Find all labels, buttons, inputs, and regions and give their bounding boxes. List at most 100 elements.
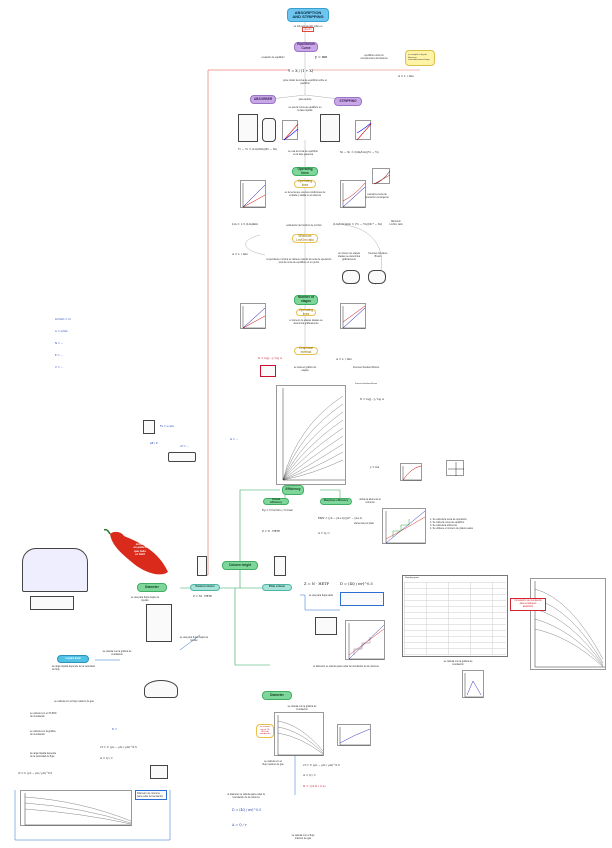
diameter-chart-1-svg [277,715,324,756]
bottom-left-chart [20,790,132,826]
bottom-left-note-text: Diámetro de columna para evitar la inund… [137,792,164,798]
plate-sketch [315,617,337,635]
column-sketch-left [197,556,207,576]
murphree-formula-text: EMV = (yn − yn+1)/(yn* − yn+1) [318,517,363,520]
diam-final-formula: D = (4Q / πv)^0.5 [232,808,261,812]
plate-note: se usa para flujos altos [300,594,342,597]
hand-note-7: ΔP / Z [150,442,158,445]
intro-text: es útil para decidir sobre el [293,25,323,28]
hand-note-10: D = [112,728,117,731]
min-ratio-formula-text: (Lm/Gm)min = (Y₁ − Y₂)/(X₁* − X₂) [333,222,383,226]
murphree-steps: 1. Se calcula la recta de operación 2. S… [430,518,482,530]
eq-right-note: equilibrio entre los componentes del sis… [358,54,390,60]
diam-formula-2-text: A = Q / v [303,773,316,777]
global-efficiency-label: Global efficiency [270,497,282,504]
hand-note-9-text: G = ... [230,438,239,441]
stripping-plot [355,120,372,141]
hand-note-5-text: V = ... [55,366,64,369]
absorption-factor-formula-2: A = L / mG [336,357,352,361]
stages-note: el número de etapas ideales se determina… [284,319,328,325]
stages-plot-1 [240,303,266,329]
eq-left-note: ecuación de equilibrio [255,56,291,59]
diam-formula-3-text: D = √(4 G / π u) [303,784,326,788]
min-ratio-note-text: la pendiente mínima se obtiene cuando la… [266,258,332,264]
hand-sketch-column [143,420,155,434]
diameter-bottom-note-text: se calcula con la gráfica de inundación [287,705,317,711]
eq-ratio-text: Y = X / (1 + X) [288,69,314,73]
blue-box-sketch [340,592,384,606]
bottom-left-note-box: Diámetro de columna para evitar la inund… [135,790,167,800]
packed-note: se usa para flujos bajos de líquido [130,596,160,602]
stages-outline-node: Operating lines [296,308,316,316]
absorber-center-text: se usa la curva de equilibrio en la fase… [288,106,322,112]
diam-formula-1: vf = C (ρL − ρG / ρG)^0.5 [303,763,340,767]
column-height-label: Column height [228,562,252,567]
flooding-chart-svg [534,581,605,668]
both-text: para ambos [298,98,312,101]
diam-red-text: se calcula con el 70-80% de inundación [259,726,271,736]
liquid-load-note: la carga líquida depende de la velocidad… [52,665,96,671]
kremser-formula: N = log[...] / log A [258,357,282,360]
hand-note-7-text: ΔP / Z [150,442,158,445]
diameter-note-text: el diámetro se calcula para evitar la in… [313,665,379,668]
correlation-table-title-text: Flooding point [405,577,419,579]
graphical-method-label: Graphical method [299,346,313,354]
murphree-node: Murphree efficiency [320,498,352,505]
min-ratio-note: la pendiente mínima se obtiene cuando la… [266,258,332,264]
eq-right-formula-text: A = L / mG [398,74,414,78]
hand-note-1: Lm/Gm = m [55,318,71,321]
liquid-note-2: se calcula con el flujo máximo de gas [52,700,96,703]
diameter-main-formula: D = (4Q / πv)^0.5 [340,582,373,586]
diameter-bottom-note: se calcula con la gráfica de inundación [282,705,322,711]
loop-sketch-1 [342,270,360,284]
ops-outline-label: Operating lines [298,179,312,187]
absorber-plot-svg [283,123,299,141]
diameter-main-text: D = (4Q / πv)^0.5 [340,582,373,586]
title-node: ABSORPTION AND STRIPPING [287,8,329,22]
min-ratio-note2: estimación del mínimo de Lm/Gm [282,224,326,227]
absorber-column-sketch [238,114,258,142]
liquid-note-2-text: se calcula con el flujo máximo de gas [54,700,94,703]
stripping-op-plot [340,180,366,208]
absorber-op-plot [240,180,266,208]
hand-note-5: V = ... [55,366,63,369]
flooding-chart [530,578,606,670]
efficiency-label: Efficiency [285,487,301,492]
stripping-op-plot-svg [342,182,366,208]
hand-note-3-text: N = ... [55,342,64,345]
min-tangent-text: cuando la recta de operación es tangente [365,193,389,199]
murphree-formula-2: A = Q / v [318,532,330,535]
graphical-note-text: se traza el gráfico de etapas [293,366,317,372]
hand-note-6: Fs = u√ρG [160,425,174,428]
stripping-plot-svg [356,122,372,141]
hand-sketch-box [168,452,196,462]
murphree-formula: EMV = (yn − yn+1)/(yn* − yn+1) [318,517,362,520]
packed-column-label: Packed column [195,585,215,589]
left-note-a: se calcula con el 70-80% de inundación [30,712,58,718]
hand-note-4-text: E = ... [55,354,63,357]
eq-curve-note: pone trazar la curva de equilibrio sobre… [282,79,328,85]
diam-red-box: se calcula con el 70-80% de inundación [256,724,274,738]
plate-column-node: Plate column [262,584,292,591]
flooding-legend-3: aleatorios [522,604,534,608]
tower-note-text: se usa para flujos bajos de líquido [179,636,209,642]
min-ratio-node: Minimum Lm/Gm ratio [292,234,318,243]
stages-lines-text: se usa la curva de equilibrio en la fase… [288,150,318,156]
center-sketch [150,765,168,779]
correlation-table-title: Flooding point [405,577,419,579]
hand-note-3: N = ... [55,342,63,345]
left-note-c-text: la carga líquida depende de la velocidad… [30,752,57,758]
stages-plot-2-svg [342,305,366,329]
hand-note-4: E = ... [55,354,63,357]
hand-note-8: uf = ... [180,445,189,448]
stripping-op-formula: X₂ − X₁ = (Gm/Lm)(Y₂ − Y₁) [340,150,379,154]
diameter-bottom-label: Diameter [270,692,284,697]
eq-left-text: ecuación de equilibrio [261,56,285,59]
plate-note-text: se usa para flujos altos [308,594,334,597]
kremser-eq-2: N = log[...] / log A [360,398,384,401]
murphree-plot-svg [385,510,426,544]
stage-right-note2: Kremser-Souders-Brown [365,252,391,258]
left-note-c: la carga líquida depende de la velocidad… [30,752,58,758]
min-small-plot-svg [373,170,391,185]
packing-sketch [22,548,88,592]
